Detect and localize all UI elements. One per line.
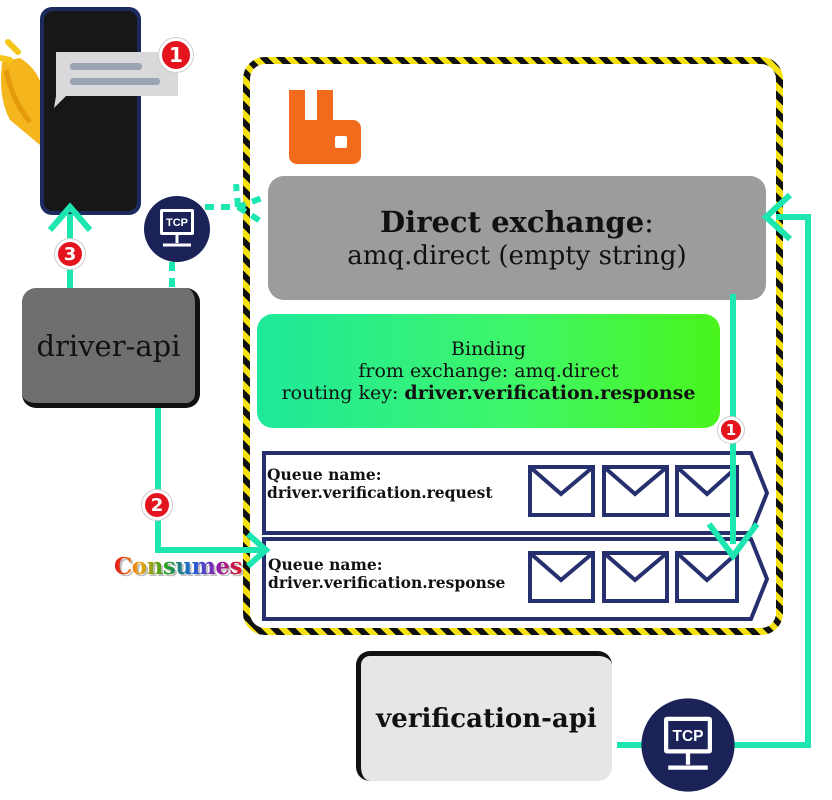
queues-graphic <box>262 451 770 621</box>
queue-response-caption: Queue name: <box>268 555 383 574</box>
binding-exchange-line: from exchange: amq.direct <box>358 360 619 382</box>
tcp-network-icon: TCP <box>641 698 735 792</box>
driver-api-label: driver-api <box>36 328 181 363</box>
consumes-label: Consumes <box>114 553 242 580</box>
envelope-icon <box>528 551 595 603</box>
step2-arrowhead <box>246 531 271 569</box>
tcp-exchange-dotted-link <box>205 195 264 210</box>
step3-arrowhead <box>47 202 93 232</box>
notification-bell-icon <box>0 39 46 145</box>
exchange-title-bold: Direct exchange <box>380 205 645 239</box>
envelope-icon <box>528 465 595 517</box>
phone-notification-illustration <box>0 7 178 215</box>
tcp-label: TCP <box>672 728 703 745</box>
verification-api-label: verification-api <box>376 703 597 734</box>
consumes-label-shadow: Consumes <box>116 555 244 582</box>
queue-request-name: driver.verification.request <box>267 483 493 502</box>
notification-count: 1 <box>169 43 183 67</box>
step-3-badge: 3 <box>55 239 85 269</box>
queue-response-label: Queue name: driver.verification.response <box>268 556 505 592</box>
queue-request-label: Queue name: driver.verification.request <box>267 466 493 502</box>
publish-arrowhead <box>761 192 793 242</box>
step1-arrowhead <box>706 522 760 561</box>
tcp-network-icon: TCP <box>144 196 210 262</box>
publish-connector-line <box>617 214 811 748</box>
queue-response-name: driver.verification.response <box>268 573 506 592</box>
binding-box: Binding from exchange: amq.direct routin… <box>257 314 720 428</box>
rabbitmq-logo-icon <box>289 90 361 164</box>
envelope-icon <box>602 551 669 603</box>
exchange-subtitle: amq.direct (empty string) <box>347 241 687 271</box>
step-2-number: 2 <box>150 494 164 516</box>
queue-response-outline <box>262 537 770 621</box>
driver-api-service: driver-api <box>22 288 200 408</box>
direct-exchange-box: Direct exchange: amq.direct (empty strin… <box>268 176 766 300</box>
message-bubble-icon <box>54 52 178 108</box>
routing-key-value: driver.verification.response <box>404 382 696 404</box>
notification-count-badge: 1 <box>159 38 193 72</box>
step-3-number: 3 <box>63 243 77 265</box>
step2-connector-line <box>155 408 262 553</box>
queue-request-caption: Queue name: <box>267 465 382 484</box>
tcp-exchange-dotted-link-top <box>233 183 241 208</box>
exchange-title-colon: : <box>644 205 654 239</box>
binding-routing-key-line: routing key: driver.verification.respons… <box>282 382 696 404</box>
envelope-icon <box>675 465 739 517</box>
tcp-exchange-dotted-link-lower <box>236 204 264 225</box>
step-1-badge: 1 <box>718 417 744 443</box>
envelope-icon <box>675 551 739 603</box>
queue-request-outline <box>262 451 770 535</box>
step-2-badge: 2 <box>142 490 172 520</box>
binding-heading: Binding <box>451 338 526 360</box>
tcp-label: TCP <box>166 217 188 229</box>
exchange-title: Direct exchange: <box>380 204 654 240</box>
routing-key-label: routing key: <box>281 382 405 404</box>
envelope-icon <box>602 465 669 517</box>
verification-api-service: verification-api <box>356 651 612 781</box>
step-1-number: 1 <box>725 421 737 439</box>
